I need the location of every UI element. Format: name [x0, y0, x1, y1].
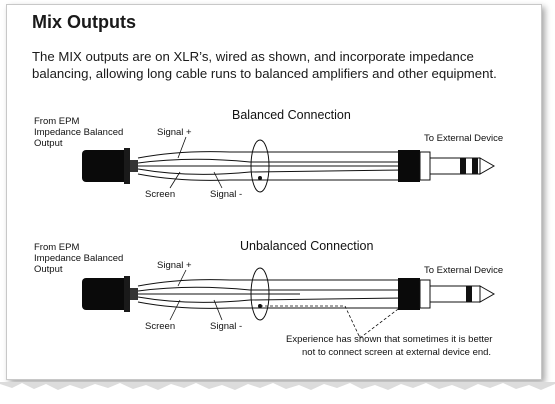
unbalanced-diagram: Unbalanced Connection From EPM Impedance…	[34, 239, 503, 358]
xlr-connector-unbalanced	[82, 276, 138, 312]
jack-plug	[398, 150, 496, 182]
section-title: Mix Outputs	[32, 12, 136, 32]
unbalanced-signal-minus: Signal -	[210, 321, 242, 332]
unbalanced-note-1: Experience has shown that sometimes it i…	[286, 334, 492, 345]
balanced-caption: Balanced Connection	[232, 108, 351, 122]
manual-page	[6, 4, 542, 380]
unbalanced-signal-plus: Signal +	[157, 260, 192, 271]
balanced-destination: To External Device	[424, 133, 503, 144]
unbalanced-source-label-2: Impedance Balanced	[34, 253, 123, 264]
torn-edge	[0, 382, 555, 404]
cable	[137, 151, 406, 181]
screen-junction-unbalanced	[258, 304, 262, 308]
unbalanced-screen-label: Screen	[145, 321, 175, 332]
balanced-source-label-1: From EPM	[34, 116, 79, 127]
disconnected-screen	[260, 299, 411, 339]
balanced-signal-minus: Signal -	[210, 189, 242, 200]
unbalanced-destination: To External Device	[424, 265, 503, 276]
jack-plug-unbalanced	[398, 278, 496, 310]
screen-ring-unbalanced	[250, 267, 270, 321]
section-intro: The MIX outputs are on XLR’s, wired as s…	[32, 49, 497, 81]
xlr-connector	[82, 148, 138, 184]
unbalanced-source-label-3: Output	[34, 264, 63, 275]
screen-ring	[250, 139, 270, 193]
cable-unbalanced	[137, 279, 406, 309]
unbalanced-source-label-1: From EPM	[34, 242, 79, 253]
balanced-screen-label: Screen	[145, 189, 175, 200]
balanced-source-label-2: Impedance Balanced	[34, 127, 123, 138]
balanced-signal-plus: Signal +	[157, 127, 192, 138]
balanced-source-label-3: Output	[34, 138, 63, 149]
unbalanced-note-2: not to connect screen at external device…	[302, 347, 491, 358]
unbalanced-caption: Unbalanced Connection	[240, 239, 373, 253]
screen-junction	[258, 176, 262, 180]
balanced-diagram: Balanced Connection From EPM Impedance B…	[34, 108, 503, 200]
